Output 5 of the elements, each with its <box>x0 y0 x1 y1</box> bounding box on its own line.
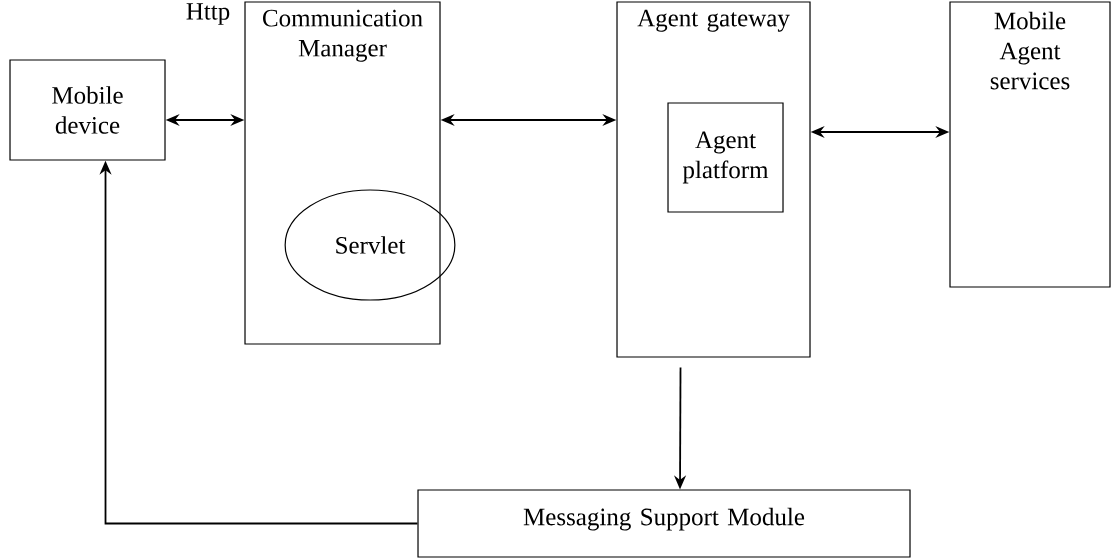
module-box: Messaging Support Module <box>417 489 911 558</box>
protocol-label: Http <box>186 3 230 25</box>
device-box: Mobile device <box>9 59 166 161</box>
platform-box: Agent platform <box>667 102 784 213</box>
services-box: Mobile Agent services <box>949 1 1111 288</box>
